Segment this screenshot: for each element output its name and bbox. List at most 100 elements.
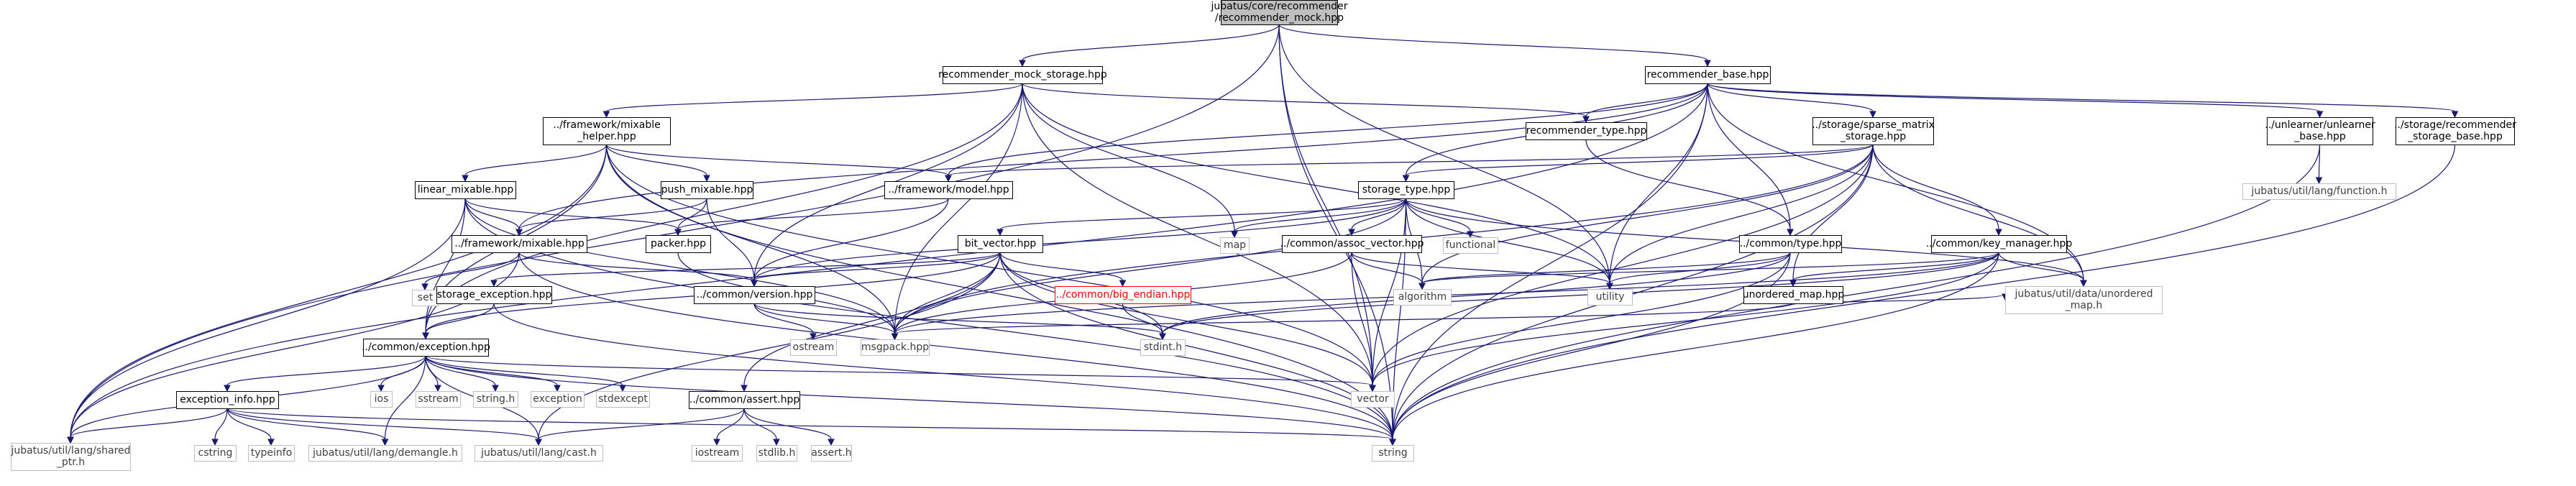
node-box (1812, 117, 1934, 145)
node-root[interactable]: jubatus/core/recommender/recommender_moc… (1211, 0, 1348, 25)
node-label: cstring (198, 447, 233, 459)
node-unlearner[interactable]: ../unlearner/unlearner_base.hpp (2265, 117, 2375, 145)
node-push-mixable[interactable]: push_mixable.hpp (661, 181, 753, 199)
edge-common_type-to-string (1389, 252, 1791, 446)
node-label: recommender_type.hpp (1526, 125, 1647, 137)
node-rec-storage-base[interactable]: ../storage/recommender_storage_base.hpp (2394, 117, 2516, 145)
node-label: msgpack.hpp (861, 341, 929, 353)
edge-unordered_map_hpp-to-msgpack (891, 303, 1794, 341)
node-label: functional (1446, 239, 1496, 251)
node-label: stdint.h (1144, 341, 1182, 353)
edge-mock_storage-to-rec_type (1022, 83, 1590, 124)
node-unordered-map-hpp[interactable]: unordered_map.hpp (1743, 286, 1845, 304)
edge-sparse_matrix-to-model (945, 144, 1874, 183)
node-box (415, 181, 516, 199)
node-box (248, 445, 295, 462)
node-sparse-matrix[interactable]: ../storage/sparse_matrix_storage.hpp (1812, 117, 1935, 145)
node-box (473, 391, 518, 408)
node-exception-hpp[interactable]: ../common/exception.hpp (362, 339, 490, 357)
node-box (194, 445, 237, 462)
node-label: ../unlearner/unlearner (2265, 119, 2375, 131)
node-label: jubatus/util/lang/shared (10, 445, 130, 457)
node-label: map (1224, 239, 1246, 251)
node-cast: jubatus/util/lang/cast.h (475, 445, 603, 462)
edge-key_manager-to-stdint (1159, 252, 1999, 341)
node-vector: vector (1351, 391, 1395, 408)
node-key-manager[interactable]: ../common/key_manager.hpp (1926, 235, 2073, 253)
node-label: ../common/version.hpp (697, 289, 813, 301)
node-box (692, 445, 743, 462)
edge-key_manager-to-unordered_map_h (1998, 252, 2087, 288)
edge-root-to-shared_ptr (67, 24, 1280, 444)
node-label: push_mixable.hpp (661, 184, 753, 196)
edge-storage_exception-to-string (493, 303, 1396, 446)
node-common-type[interactable]: ../common/type.hpp (1739, 235, 1842, 253)
node-string-h: string.h (473, 391, 518, 408)
node-box (416, 391, 461, 408)
node-cstring: cstring (194, 445, 237, 462)
node-string: string (1372, 445, 1414, 462)
node-box (1282, 235, 1422, 253)
node-storage-exception[interactable]: storage_exception.hpp (436, 286, 552, 304)
node-label: storage_type.hpp (1362, 184, 1451, 196)
edge-key_manager-to-algorithm (1418, 252, 1999, 290)
node-box (363, 339, 489, 357)
edge-bit_vector-to-assert_hpp (741, 252, 1001, 393)
node-label: unordered_map.hpp (1743, 289, 1845, 301)
edge-exception_info-to-shared_ptr (67, 408, 228, 444)
node-label: _ptr.h (56, 457, 85, 468)
edge-rec_type-to-common_type (1585, 139, 1794, 237)
node-big-endian[interactable]: ../common/big_endian.hpp (1055, 286, 1191, 304)
node-label: _storage_base.hpp (2407, 131, 2503, 142)
node-label: ../common/exception.hpp (362, 341, 490, 353)
node-label: recommender_mock_storage.hpp (938, 69, 1107, 81)
edge-rec_base-to-utility (1606, 83, 1708, 290)
edge-rec_base-to-unordered_map_h (1707, 83, 2087, 288)
node-label: assert.h (811, 447, 851, 459)
edge-common_type-to-algorithm (1418, 252, 1791, 290)
node-rec-base[interactable]: recommender_base.hpp (1645, 66, 1771, 84)
node-packer[interactable]: packer.hpp (646, 235, 711, 253)
node-utility: utility (1587, 289, 1633, 306)
node-mock-storage[interactable]: recommender_mock_storage.hpp (938, 66, 1107, 84)
edge-key_manager-to-unordered_map_hpp (1789, 252, 1999, 288)
node-label: _base.hpp (2293, 131, 2346, 142)
edge-big_endian-to-stdint (1122, 303, 1166, 341)
edge-fw_mixable-to-set (421, 252, 520, 291)
node-label: exception (533, 393, 582, 405)
node-linear-mixable[interactable]: linear_mixable.hpp (415, 181, 516, 199)
node-box (861, 339, 930, 356)
edge-exception_info-to-string (226, 408, 1396, 446)
node-exception: exception (531, 391, 585, 408)
node-stdexcept: stdexcept (596, 391, 650, 408)
edges-layer (67, 24, 2459, 446)
node-assoc-vector[interactable]: ../common/assoc_vector.hpp (1280, 235, 1424, 253)
node-version[interactable]: ../common/version.hpp (694, 286, 815, 304)
node-bit-vector[interactable]: bit_vector.hpp (958, 235, 1043, 253)
node-label: vector (1357, 393, 1389, 405)
node-box (436, 286, 552, 304)
node-assert-hpp[interactable]: ../common/assert.hpp (689, 391, 800, 409)
node-storage-type[interactable]: storage_type.hpp (1358, 181, 1454, 199)
node-label: jubatus/core/recommender (1211, 1, 1348, 12)
node-box (884, 181, 1013, 199)
node-box (689, 391, 800, 409)
node-label: storage_exception.hpp (437, 289, 552, 301)
node-model[interactable]: ../framework/model.hpp (884, 181, 1013, 199)
edge-storage_type-to-bit_vector (996, 198, 1407, 237)
node-label: ../framework/mixable (553, 119, 661, 131)
node-fw-mixable[interactable]: ../framework/mixable.hpp (452, 235, 587, 253)
node-label: /recommender_mock.hpp (1215, 12, 1344, 24)
edge-mixable_helper-to-push_mixable (605, 144, 710, 183)
node-rec-type[interactable]: recommender_type.hpp (1526, 122, 1647, 140)
edge-root-to-mock_storage (1019, 24, 1280, 68)
node-algorithm: algorithm (1393, 289, 1452, 306)
node-box (1587, 289, 1633, 306)
node-box (1393, 289, 1452, 306)
edge-sparse_matrix-to-unordered_map_h (1872, 144, 2087, 288)
node-label: sstream (418, 393, 458, 405)
node-exception-info[interactable]: exception_info.hpp (176, 391, 279, 409)
edge-assert_hpp-to-iostream (713, 408, 745, 446)
node-mixable-helper[interactable]: ../framework/mixable_helper.hpp (543, 117, 671, 145)
